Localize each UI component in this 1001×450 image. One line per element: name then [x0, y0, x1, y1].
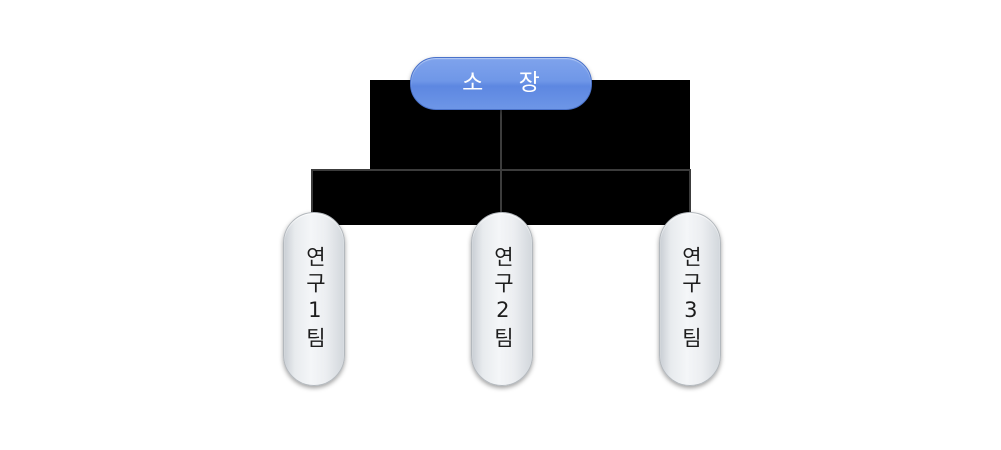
node-team-2[interactable]: 연구2팀	[471, 212, 533, 386]
node-team-2-label: 연구2팀	[490, 245, 515, 353]
node-director-label: 소 장	[462, 70, 554, 96]
node-team-3-label: 연구3팀	[678, 245, 703, 353]
node-team-3[interactable]: 연구3팀	[659, 212, 721, 386]
node-team-1-label: 연구1팀	[302, 245, 327, 353]
connector-drop-team-3	[689, 169, 691, 214]
connector-root-stem	[500, 108, 502, 170]
connector-drop-team-1	[311, 169, 313, 214]
connector-drop-team-2	[500, 169, 502, 214]
node-director[interactable]: 소 장	[410, 57, 592, 110]
node-team-1[interactable]: 연구1팀	[283, 212, 345, 386]
